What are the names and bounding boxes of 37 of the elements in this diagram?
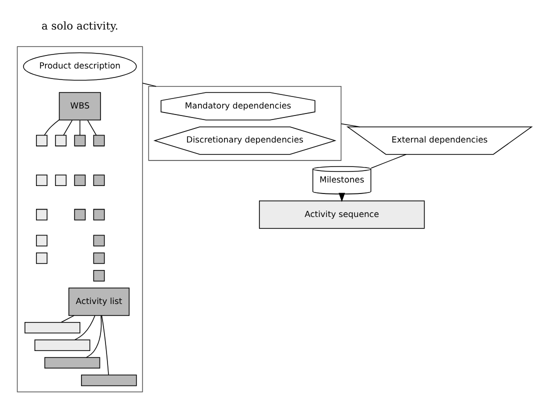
node-ellipse: Product description xyxy=(23,52,137,81)
node-box: WBS xyxy=(58,92,101,120)
label: a solo activity. xyxy=(42,20,118,33)
connector xyxy=(44,119,60,136)
node-box xyxy=(36,208,48,220)
connector xyxy=(74,315,96,340)
node-bar xyxy=(34,340,90,351)
node-box xyxy=(93,234,105,246)
node-box xyxy=(55,134,67,146)
node-box xyxy=(93,134,105,146)
node-bar xyxy=(24,322,80,334)
node-box xyxy=(36,134,48,146)
node-bar xyxy=(44,357,100,369)
node-box: Activity list xyxy=(68,288,130,316)
node-box xyxy=(93,208,105,220)
connector xyxy=(101,315,109,376)
node-box xyxy=(93,174,105,186)
connector xyxy=(340,123,360,128)
node-box xyxy=(93,252,105,264)
node-box xyxy=(74,208,86,220)
connector xyxy=(142,82,156,87)
connector xyxy=(86,315,102,358)
node-box: Activity sequence xyxy=(259,200,425,229)
cluster xyxy=(148,86,342,161)
connector xyxy=(87,120,97,136)
connector xyxy=(60,315,74,323)
cluster xyxy=(16,46,143,392)
node-box xyxy=(93,270,105,282)
node-bar xyxy=(81,374,137,386)
connector xyxy=(370,154,407,168)
node-box xyxy=(36,234,48,246)
node-box xyxy=(36,174,48,186)
node-box xyxy=(74,134,86,146)
connector xyxy=(63,120,73,136)
node-box xyxy=(74,174,86,186)
node-box xyxy=(36,252,48,264)
node-box xyxy=(55,174,67,186)
